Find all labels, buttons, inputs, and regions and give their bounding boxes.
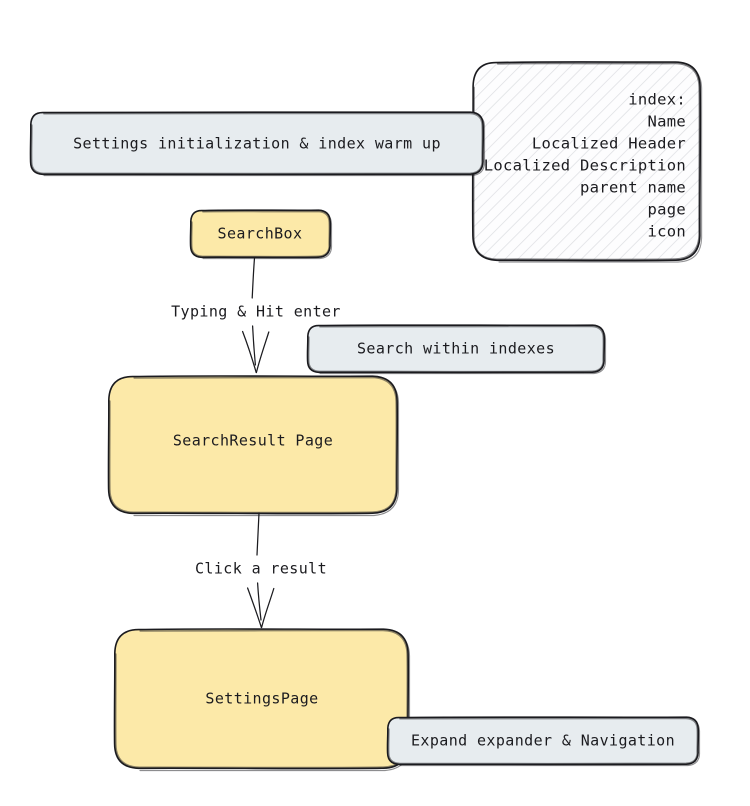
edge-click-a-result-label: Click a result [195,560,327,578]
index-line-2: Localized Header [532,135,686,153]
index-line-6: icon [647,223,686,241]
index-line-1: Name [647,113,686,131]
index-line-0: index: [628,91,686,109]
node-searchbox-label: SearchBox [218,225,303,243]
note-expand-expander-navigation: Expand expander & Navigation [386,716,701,767]
node-searchbox[interactable]: SearchBox [189,209,333,260]
edge-typing-hit-enter-label: Typing & Hit enter [171,303,341,321]
node-searchresult-page[interactable]: SearchResult Page [107,375,400,517]
edge-typing-hit-enter: Typing & Hit enter [171,257,341,374]
node-settingspage-label: SettingsPage [205,690,318,708]
note-settings-initialization-label: Settings initialization & index warm up [73,135,441,153]
index-line-4: parent name [580,179,686,197]
note-search-within-indexes: Search within indexes [306,324,607,375]
index-line-3: Localized Description [484,157,686,175]
note-expand-expander-navigation-label: Expand expander & Navigation [411,732,675,750]
edge-click-a-result: Click a result [195,512,327,629]
note-settings-initialization: Settings initialization & index warm up [29,111,486,177]
node-settingspage[interactable]: SettingsPage [113,628,411,772]
note-search-within-indexes-label: Search within indexes [357,340,555,358]
index-card: index: Name Localized Header Localized D… [471,61,703,263]
index-line-5: page [647,201,686,219]
node-searchresult-page-label: SearchResult Page [173,432,333,450]
